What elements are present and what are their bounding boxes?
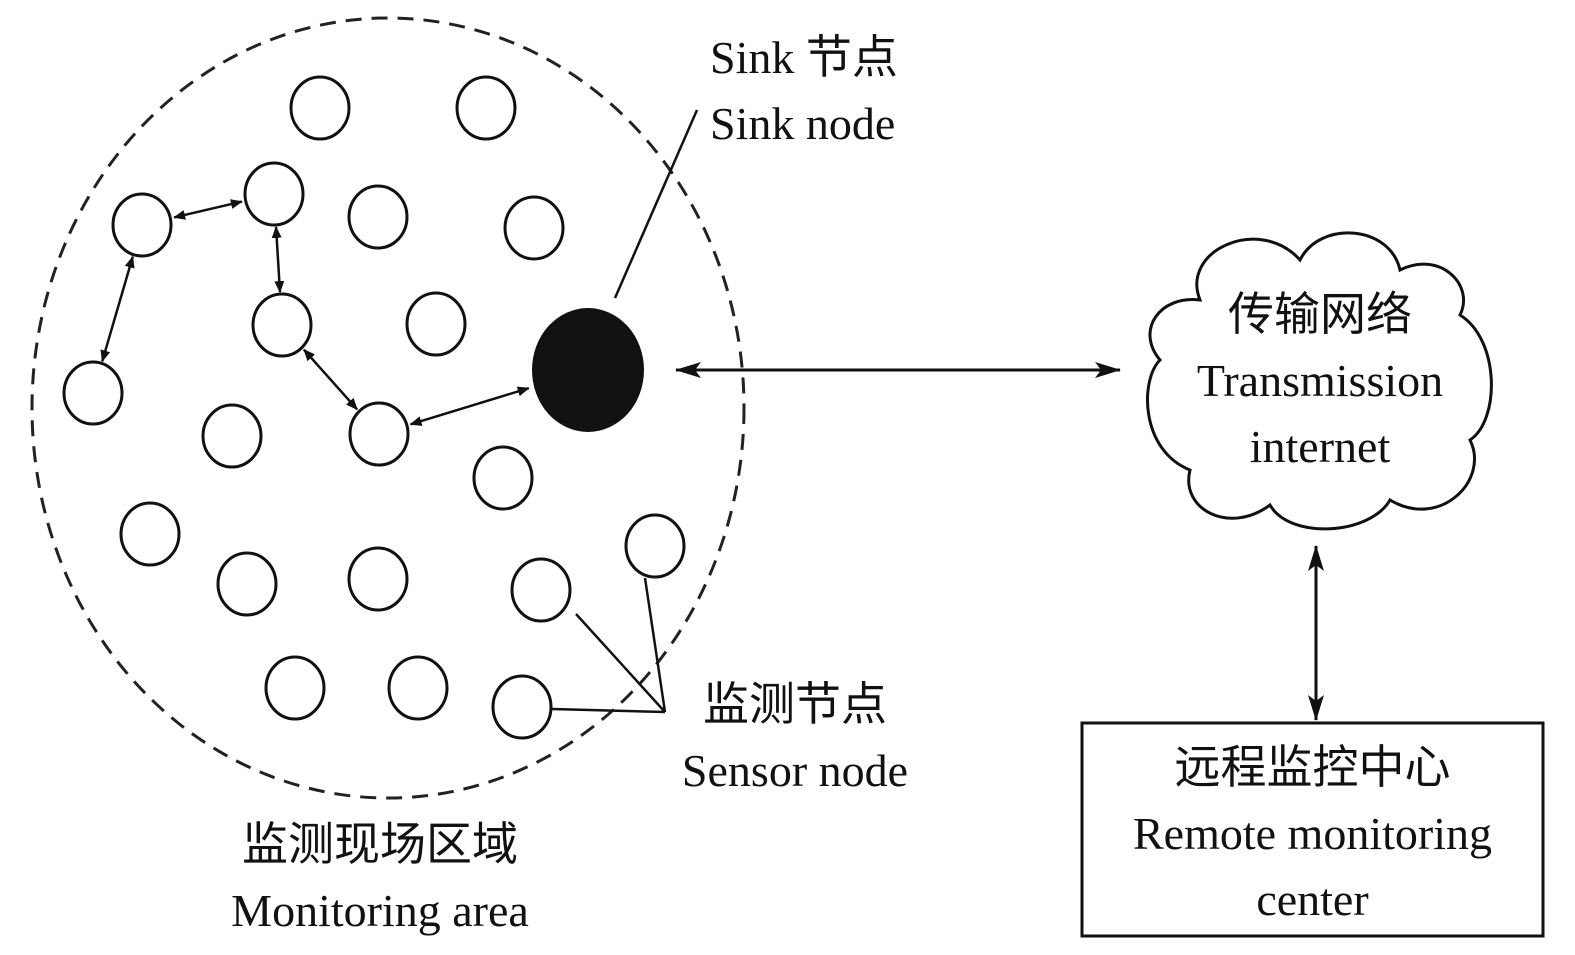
transmission-cloud	[1146, 231, 1493, 531]
sensor-node	[510, 557, 572, 623]
sensor-nodes	[62, 75, 686, 740]
sink-label-zh: Sink 节点	[710, 32, 898, 83]
sensor-label: 监测节点 Sensor node	[640, 672, 950, 804]
center-label: 远程监控中心 Remote monitoring center	[1082, 735, 1543, 933]
sensor-node	[243, 161, 305, 227]
sensor-node	[251, 292, 313, 358]
sensor-node	[216, 551, 278, 617]
sensor-node	[348, 401, 410, 467]
link-arrow	[303, 348, 358, 411]
network-label-en-2: internet	[1249, 421, 1391, 472]
monitoring-area-boundary	[30, 16, 746, 800]
sensor-node	[111, 192, 173, 258]
sink-node	[532, 308, 644, 432]
sink-label-en: Sink node	[710, 98, 896, 149]
sensor-node	[491, 674, 553, 740]
link-arrow	[271, 225, 285, 294]
center-label-en-1: Remote monitoring	[1132, 808, 1492, 859]
sensor-node	[347, 546, 409, 612]
sensor-label-leaders	[551, 577, 667, 714]
sensor-node	[119, 501, 181, 567]
remote-center-box	[1080, 721, 1545, 938]
node-links	[100, 199, 530, 426]
sensor-node	[347, 184, 409, 250]
sensor-node	[472, 445, 534, 511]
sensor-node	[264, 655, 326, 721]
sensor-node	[62, 360, 124, 426]
sensor-node	[289, 75, 351, 141]
sensor-node	[405, 291, 467, 357]
network-label: 传输网络 Transmission internet	[1160, 282, 1480, 480]
sensor-label-en: Sensor node	[681, 745, 909, 796]
area-label-en: Monitoring area	[231, 885, 529, 936]
center-label-en-2: center	[1256, 874, 1369, 925]
sensor-node	[624, 513, 686, 579]
sensor-node	[387, 655, 449, 721]
center-label-zh: 远程监控中心	[1174, 742, 1451, 793]
area-label-zh: 监测现场区域	[242, 819, 518, 870]
sink-label: Sink 节点 Sink node	[710, 25, 898, 157]
sensor-node	[503, 195, 565, 261]
network-label-en-1: Transmission	[1196, 355, 1444, 406]
link-arrow	[409, 386, 530, 426]
link-arrow	[100, 255, 135, 363]
sensor-label-zh: 监测节点	[703, 679, 887, 730]
link-arrow	[173, 199, 243, 220]
sensor-node	[455, 75, 517, 141]
network-label-zh: 传输网络	[1228, 289, 1412, 340]
area-label: 监测现场区域 Monitoring area	[180, 812, 580, 944]
sensor-node	[201, 403, 263, 469]
sink-label-leader	[613, 109, 699, 299]
